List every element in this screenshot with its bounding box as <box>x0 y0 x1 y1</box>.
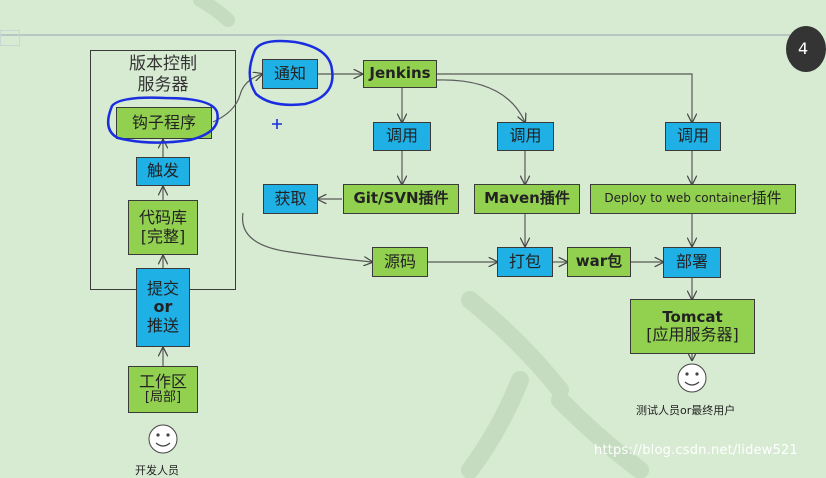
deploy-plugin-suffix: 插件 <box>751 189 782 208</box>
code-repo-sublabel: [完整] <box>140 226 186 246</box>
page-badge[interactable]: 4 <box>786 26 826 72</box>
deploy-box: 部署 <box>663 247 721 278</box>
tomcat-sublabel: [应用服务器] <box>646 324 739 344</box>
arrow-jenkins-to-invoke2 <box>436 79 525 122</box>
maven-plugin-box: Maven插件 <box>474 184 580 214</box>
hook-program-box: 钩子程序 <box>116 107 212 139</box>
code-repo-box: 代码库 [完整] <box>128 200 198 255</box>
notify-box: 通知 <box>262 59 318 89</box>
slide-top-rule <box>0 34 790 36</box>
workspace-label: 工作区 <box>138 371 187 391</box>
hook-highlight-ring <box>106 96 219 144</box>
invoke-box-1: 调用 <box>373 122 431 151</box>
deploy-plugin-label: Deploy to web container <box>604 191 752 206</box>
developer-caption: 开发人员 <box>135 464 179 477</box>
fetch-label: 获取 <box>274 188 307 208</box>
notify-label: 通知 <box>273 63 306 83</box>
package-box: 打包 <box>497 247 553 277</box>
arrow-hook-to-notify <box>212 74 262 123</box>
tomcat-box: Tomcat [应用服务器] <box>630 299 755 354</box>
vcs-server-label: 版本控制 服务器 <box>90 54 236 96</box>
fetch-box: 获取 <box>263 184 318 214</box>
deploy-label: 部署 <box>675 252 708 272</box>
commit-push-box: 提交 or 推送 <box>136 268 190 347</box>
git-svn-plugin-label: Git/SVN插件 <box>353 189 449 208</box>
invoke-label-2: 调用 <box>509 126 542 146</box>
developer-smiley-icon <box>148 363 707 454</box>
source-code-box: 源码 <box>372 247 428 277</box>
trigger-box: 触发 <box>136 157 190 186</box>
maven-plugin-label: Maven插件 <box>484 189 570 208</box>
invoke-label-1: 调用 <box>385 126 418 146</box>
notify-highlight-ring <box>248 39 334 107</box>
invoke-box-2: 调用 <box>497 122 554 151</box>
trigger-label: 触发 <box>146 161 179 181</box>
package-label: 打包 <box>508 251 541 271</box>
war-package-box: war包 <box>567 247 631 277</box>
tester-caption: 测试人员or最终用户 <box>636 404 736 417</box>
war-package-label: war包 <box>575 252 623 271</box>
arrow-fetch-to-source <box>241 212 372 262</box>
plus-marker <box>272 119 282 129</box>
jenkins-label: Jenkins <box>369 64 431 83</box>
annotation-layer <box>106 39 334 144</box>
commit-or-label: or <box>153 297 173 317</box>
source-code-label: 源码 <box>383 251 416 271</box>
hook-program-label: 钩子程序 <box>131 112 196 132</box>
push-label: 推送 <box>146 315 179 335</box>
code-repo-label: 代码库 <box>138 208 187 228</box>
invoke-label-3: 调用 <box>676 126 709 146</box>
watermark-url: https://blog.csdn.net/lidew521 <box>594 443 798 458</box>
workspace-box: 工作区 [局部] <box>128 366 198 413</box>
workspace-sublabel: [局部] <box>144 390 182 406</box>
invoke-box-3: 调用 <box>665 122 721 151</box>
slide-left-tab <box>0 30 20 46</box>
arrow-jenkins-to-invoke3 <box>437 73 692 122</box>
jenkins-box: Jenkins <box>363 60 437 88</box>
tomcat-label: Tomcat <box>662 307 723 326</box>
vcs-label-line2: 服务器 <box>137 75 189 95</box>
commit-label: 提交 <box>146 278 179 298</box>
vcs-label-line1: 版本控制 <box>129 54 197 74</box>
git-svn-plugin-box: Git/SVN插件 <box>343 184 459 214</box>
background-glyph <box>193 0 649 478</box>
